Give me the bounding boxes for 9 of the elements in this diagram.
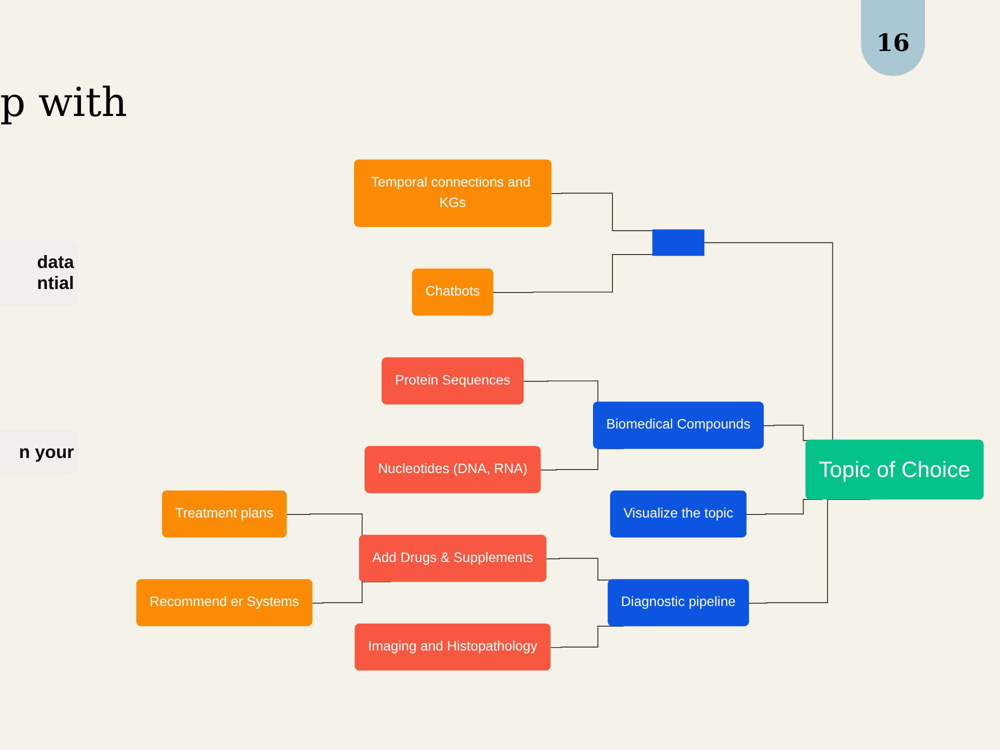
connector <box>550 192 654 232</box>
page-number: 16 <box>861 0 925 76</box>
slide-title: p with <box>0 80 128 126</box>
connector <box>540 448 624 470</box>
connector <box>492 254 654 293</box>
text-card: data ntial <box>0 240 78 306</box>
connector <box>550 626 624 648</box>
text-card: n your <box>0 430 78 475</box>
node-box <box>652 229 704 256</box>
